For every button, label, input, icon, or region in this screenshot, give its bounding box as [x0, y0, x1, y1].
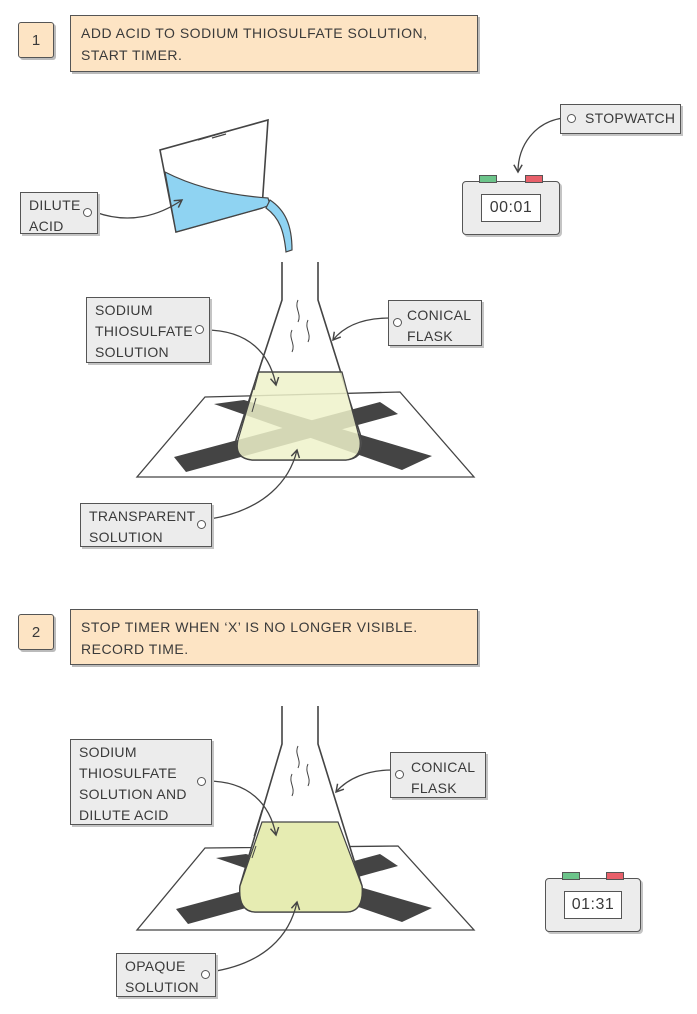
mixture-arrow — [206, 780, 280, 837]
step-2-number: 2 — [18, 614, 54, 650]
stopwatch-green-button — [479, 175, 497, 183]
label-line: OPAQUE — [125, 958, 186, 974]
transparent-arrow — [209, 448, 301, 520]
label-line: SODIUM — [95, 302, 153, 318]
tag-hole — [195, 325, 204, 334]
label-stopwatch: STOPWATCH — [560, 104, 681, 134]
conical-flask — [235, 262, 363, 461]
step-1-line-1: ADD ACID TO SODIUM THIOSULFATE SOLUTION, — [81, 25, 428, 41]
label-line: SOLUTION — [95, 344, 169, 360]
conical-flask-arrow — [335, 769, 393, 794]
label-line: SOLUTION — [89, 529, 163, 545]
step-2-number-text: 2 — [31, 623, 41, 641]
step-2-line-2: RECORD TIME. — [81, 641, 189, 657]
label-line: TRANSPARENT — [89, 508, 196, 524]
tag-hole — [393, 318, 402, 327]
label-line: SOLUTION — [125, 979, 199, 995]
label-line: SODIUM — [79, 744, 137, 760]
label-line: FLASK — [407, 328, 453, 344]
label-dilute-acid: DILUTE ACID — [20, 192, 98, 234]
stopwatch: 00:01 — [462, 175, 560, 235]
sodium-thiosulfate-arrow — [204, 329, 280, 387]
tag-hole — [197, 520, 206, 529]
tag-hole — [567, 114, 576, 123]
step-2-instruction: STOP TIMER WHEN ‘X’ IS NO LONGER VISIBLE… — [70, 609, 478, 665]
step-2-line-1: STOP TIMER WHEN ‘X’ IS NO LONGER VISIBLE… — [81, 619, 418, 635]
label-sodium-thiosulfate: SODIUM THIOSULFATE SOLUTION — [86, 297, 210, 363]
label-conical-flask: CONICAL FLASK — [390, 752, 486, 798]
conical-flask-arrow — [332, 317, 391, 342]
label-stopwatch-text: STOPWATCH — [585, 110, 676, 126]
label-line: SOLUTION AND — [79, 786, 187, 802]
stopwatch-green-button — [562, 872, 580, 880]
label-conical-flask: CONICAL FLASK — [388, 300, 482, 346]
label-sodium-thiosulfate-and-acid: SODIUM THIOSULFATE SOLUTION AND DILUTE A… — [70, 739, 212, 825]
label-line: DILUTE ACID — [79, 807, 169, 823]
step-1-number: 1 — [18, 22, 54, 58]
label-line: CONICAL — [411, 759, 476, 775]
label-transparent-solution: TRANSPARENT SOLUTION — [80, 503, 212, 547]
tag-hole — [201, 970, 210, 979]
stopwatch-red-button — [525, 175, 543, 183]
beaker-pouring-acid — [159, 118, 293, 253]
label-opaque-solution: OPAQUE SOLUTION — [116, 953, 216, 997]
stopwatch-arrow — [513, 117, 564, 174]
stopwatch: 01:31 — [545, 872, 641, 932]
step-1-instruction: ADD ACID TO SODIUM THIOSULFATE SOLUTION,… — [70, 15, 478, 72]
step-1-line-2: START TIMER. — [81, 47, 183, 63]
tag-hole — [395, 770, 404, 779]
tag-hole — [83, 208, 92, 217]
tag-hole — [197, 777, 206, 786]
stopwatch-red-button — [606, 872, 624, 880]
label-line: FLASK — [411, 780, 457, 796]
label-dilute-acid-line-1: DILUTE — [29, 197, 81, 213]
label-line: THIOSULFATE — [95, 323, 193, 339]
stopwatch-display: 01:31 — [564, 891, 622, 919]
label-line: THIOSULFATE — [79, 765, 177, 781]
conical-flask — [239, 706, 363, 913]
dilute-acid-arrow — [94, 199, 184, 219]
opaque-arrow — [209, 900, 301, 973]
stopwatch-display: 00:01 — [481, 194, 541, 222]
step-1-number-text: 1 — [31, 31, 41, 49]
label-line: CONICAL — [407, 307, 472, 323]
label-dilute-acid-line-2: ACID — [29, 218, 64, 234]
